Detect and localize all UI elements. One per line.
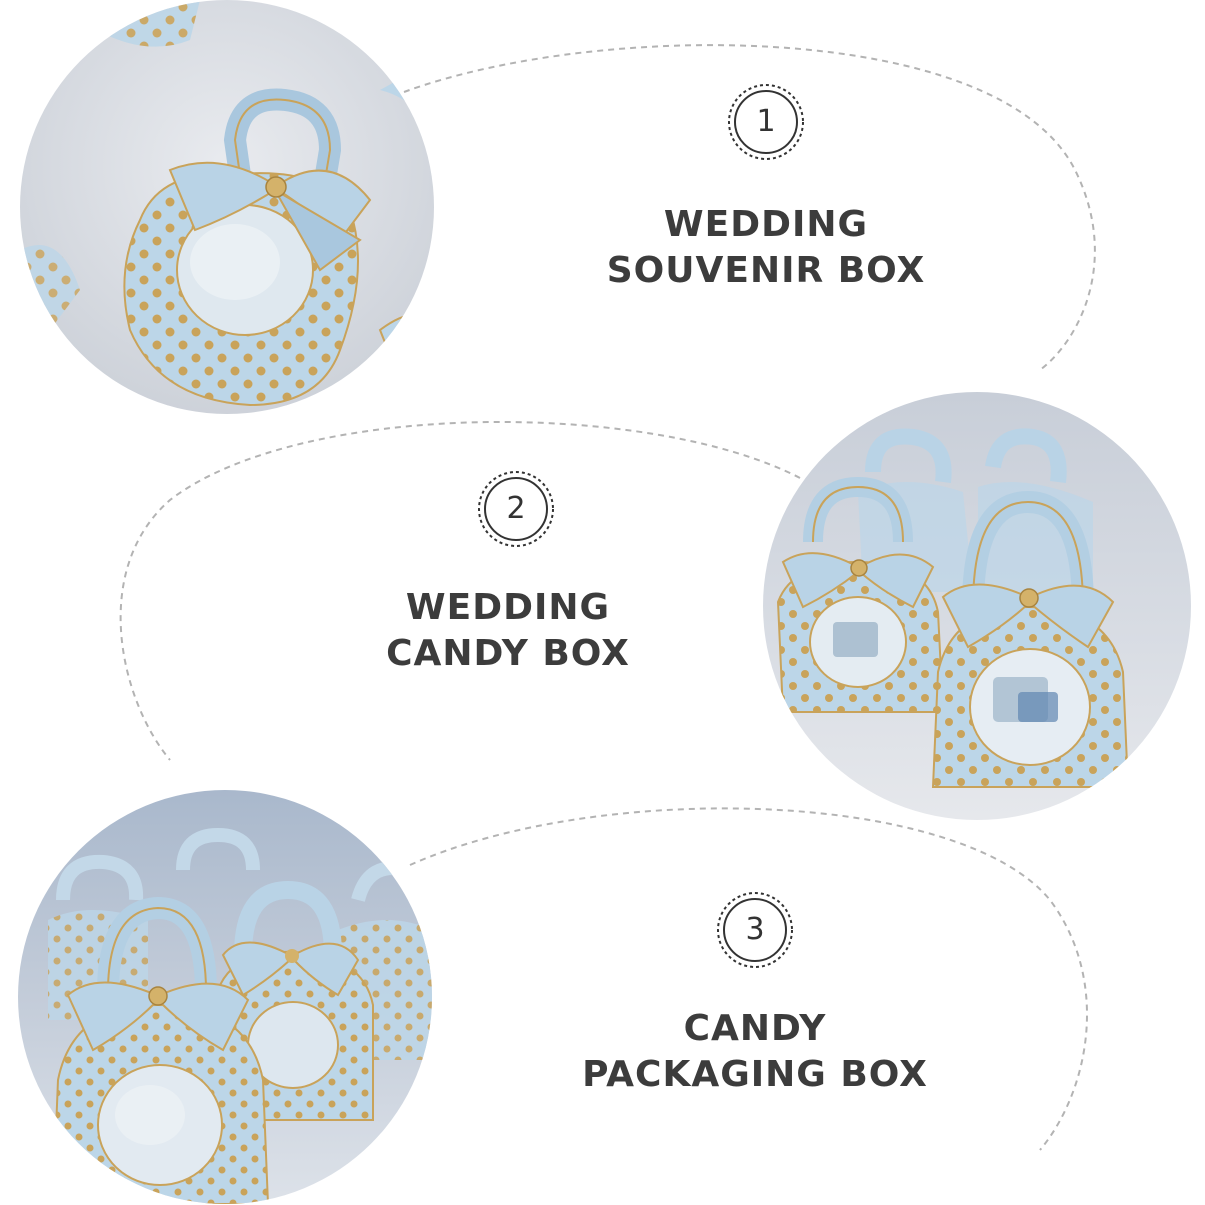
number-badge-1-text: 1 xyxy=(756,104,776,139)
photo-wedding-souvenir-box xyxy=(20,0,434,414)
label-1-line-1: WEDDING xyxy=(663,204,869,245)
label-wedding-candy-box: WEDDING CANDY BOX xyxy=(298,585,718,677)
label-3-line-1: CANDY xyxy=(683,1008,827,1049)
number-badge-2-text: 2 xyxy=(506,491,526,526)
number-badge-3-text: 3 xyxy=(745,912,765,947)
label-wedding-souvenir-box: WEDDING SOUVENIR BOX xyxy=(556,202,976,294)
photo-wedding-candy-box xyxy=(763,392,1191,820)
label-2-line-1: WEDDING xyxy=(405,587,611,628)
label-3-line-2: PACKAGING BOX xyxy=(582,1054,928,1095)
label-2-line-2: CANDY BOX xyxy=(386,633,630,674)
label-candy-packaging-box: CANDY PACKAGING BOX xyxy=(545,1006,965,1098)
number-badge-3: 3 xyxy=(715,890,795,970)
photo-candy-packaging-box xyxy=(18,790,432,1204)
number-badge-1: 1 xyxy=(726,82,806,162)
label-1-line-2: SOUVENIR BOX xyxy=(606,250,926,291)
number-badge-2: 2 xyxy=(476,469,556,549)
